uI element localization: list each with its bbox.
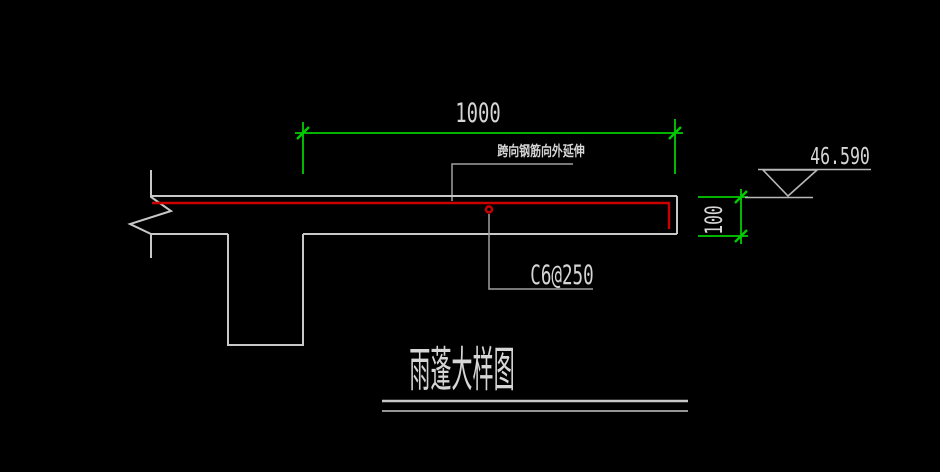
drawing-title: 雨蓬大样图 xyxy=(409,342,515,398)
dimension-tick-right xyxy=(668,126,682,140)
dimension-thickness xyxy=(698,189,748,244)
rebar-note-leader xyxy=(451,163,573,201)
dimension-thickness-value: 100 xyxy=(700,205,728,234)
rebar-line xyxy=(152,201,671,229)
break-line-zigzag xyxy=(127,170,174,258)
elevation-triangle-icon xyxy=(761,169,820,198)
rebar-spec-label: C6@250 xyxy=(530,260,593,291)
rebar-spec-leader xyxy=(488,214,593,290)
slab-outline xyxy=(127,170,678,346)
dimension-tick-top xyxy=(734,190,748,204)
elevation-value: 46.590 xyxy=(810,142,870,170)
dimension-tick-left xyxy=(296,126,310,140)
dimension-span-value: 1000 xyxy=(455,98,501,129)
elevation-symbol xyxy=(745,168,871,199)
rebar-note-label: 跨向钢筋向外延伸 xyxy=(497,143,585,160)
dimension-span xyxy=(295,119,683,174)
dimension-tick-bottom xyxy=(734,229,748,243)
beam-downstand-outline xyxy=(227,234,304,346)
rebar-point-marker xyxy=(484,205,494,214)
